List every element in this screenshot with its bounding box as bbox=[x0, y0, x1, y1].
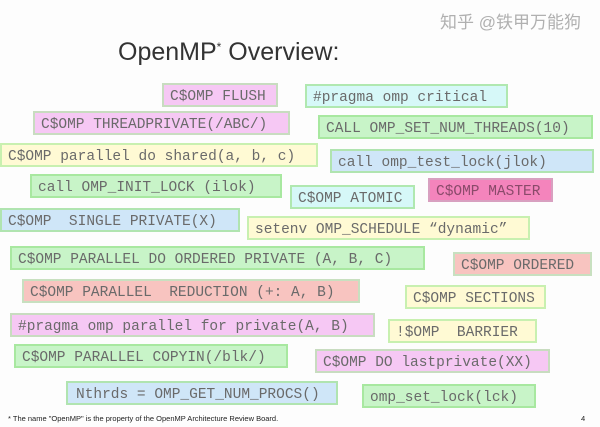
snippet-init-lock: call OMP_INIT_LOCK (ilok) bbox=[30, 174, 282, 198]
snippet-test-lock: call omp_test_lock(jlok) bbox=[330, 149, 594, 173]
snippet-set-num-threads: CALL OMP_SET_NUM_THREADS(10) bbox=[318, 115, 593, 139]
snippet-set-lock: omp_set_lock(lck) bbox=[362, 384, 536, 408]
title-rest: Overview: bbox=[221, 38, 340, 66]
footnote: * The name "OpenMP" is the property of t… bbox=[8, 414, 279, 423]
snippet-atomic: C$OMP ATOMIC bbox=[290, 185, 415, 209]
snippet-get-num-procs: Nthrds = OMP_GET_NUM_PROCS() bbox=[66, 381, 338, 405]
snippet-parallel-do-ordered: C$OMP PARALLEL DO ORDERED PRIVATE (A, B,… bbox=[10, 246, 425, 270]
snippet-ordered: C$OMP ORDERED bbox=[453, 252, 592, 276]
snippet-threadprivate: C$OMP THREADPRIVATE(/ABC/) bbox=[33, 111, 290, 135]
snippet-master: C$OMP MASTER bbox=[428, 178, 553, 202]
snippet-single-private: C$OMP SINGLE PRIVATE(X) bbox=[0, 208, 240, 232]
snippet-flush: C$OMP FLUSH bbox=[162, 83, 278, 107]
snippet-barrier: !$OMP BARRIER bbox=[388, 319, 537, 343]
slide-title: OpenMP* Overview: bbox=[118, 38, 339, 67]
page-number: 4 bbox=[581, 414, 586, 423]
title-text: OpenMP bbox=[118, 38, 217, 66]
snippet-lastprivate: C$OMP DO lastprivate(XX) bbox=[315, 349, 550, 373]
snippet-pragma-critical: #pragma omp critical bbox=[305, 84, 508, 108]
snippet-reduction: C$OMP PARALLEL REDUCTION (+: A, B) bbox=[22, 279, 360, 303]
snippet-setenv-schedule: setenv OMP_SCHEDULE “dynamic” bbox=[247, 216, 530, 240]
snippet-parallel-do-shared: C$OMP parallel do shared(a, b, c) bbox=[0, 143, 318, 167]
snippet-sections: C$OMP SECTIONS bbox=[405, 285, 546, 309]
title-asterisk: * bbox=[216, 40, 222, 54]
snippet-copyin: C$OMP PARALLEL COPYIN(/blk/) bbox=[14, 344, 288, 368]
snippet-pragma-parallel-for: #pragma omp parallel for private(A, B) bbox=[10, 313, 375, 337]
watermark: 知乎 @铁甲万能狗 bbox=[440, 13, 581, 32]
